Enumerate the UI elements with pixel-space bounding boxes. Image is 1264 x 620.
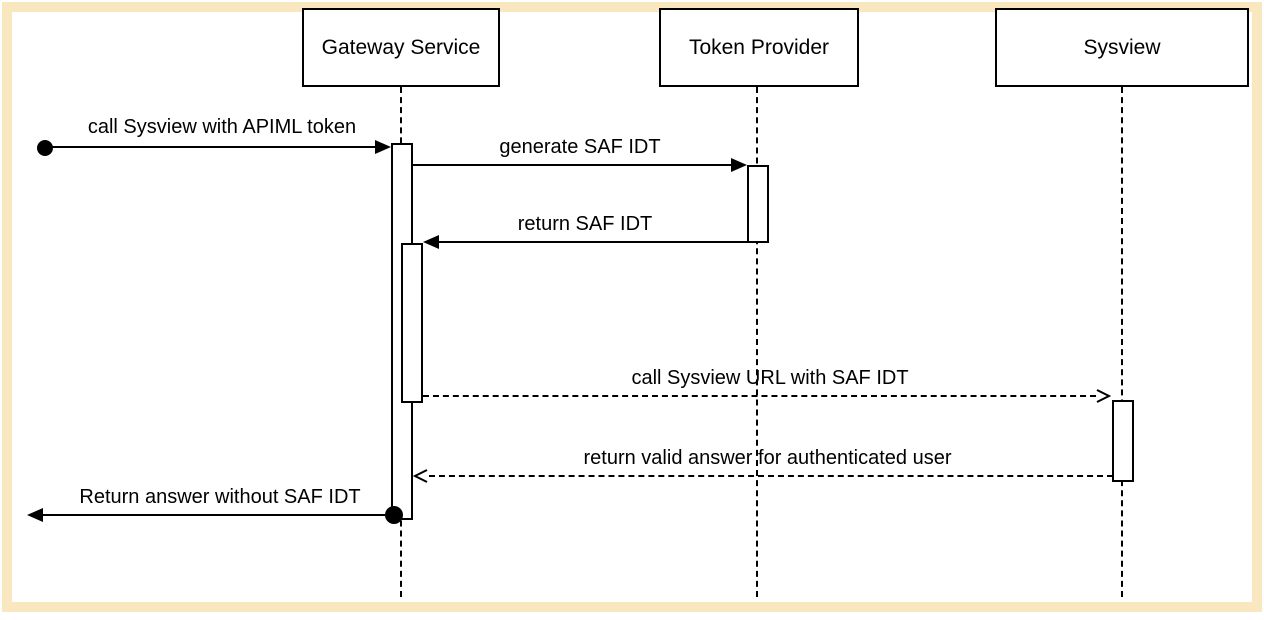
message6-arrowhead-icon [27,508,43,522]
message1-start-circle [37,140,53,156]
message5-label: return valid answer for authenticated us… [583,447,952,469]
message3-line [439,241,748,243]
message4-open-arrowhead-icon [1096,389,1111,403]
message2-line [413,164,732,166]
message3-arrowhead-icon [423,235,439,249]
message6-line [43,514,385,516]
message2-arrowhead-icon [731,158,747,172]
activation-bar-gateway-nested [401,243,423,403]
actor-label-sysview: Sysview [1083,35,1161,59]
message4-line [423,395,1096,397]
message5-line [429,475,1113,477]
activation-bar-sysview [1112,400,1134,482]
lifeline-token-provider [756,87,758,597]
message4-label: call Sysview URL with SAF IDT [631,367,909,389]
message1-line [45,146,376,148]
actor-box-sysview: Sysview [995,8,1249,87]
message2-label: generate SAF IDT [499,136,661,158]
message1-label: call Sysview with APIML token [87,116,357,138]
message6-label: Return answer without SAF IDT [79,486,361,508]
actor-label-token-provider: Token Provider [688,35,830,59]
message6-start-circle [385,506,403,524]
actor-box-token-provider: Token Provider [659,8,859,87]
message1-arrowhead-icon [375,140,391,154]
activation-bar-token-provider [747,165,769,243]
message3-label: return SAF IDT [517,213,653,235]
actor-label-gateway-service: Gateway Service [321,35,481,59]
lifeline-sysview [1121,87,1123,597]
message5-open-arrowhead-icon [413,469,428,483]
actor-box-gateway-service: Gateway Service [302,8,500,87]
